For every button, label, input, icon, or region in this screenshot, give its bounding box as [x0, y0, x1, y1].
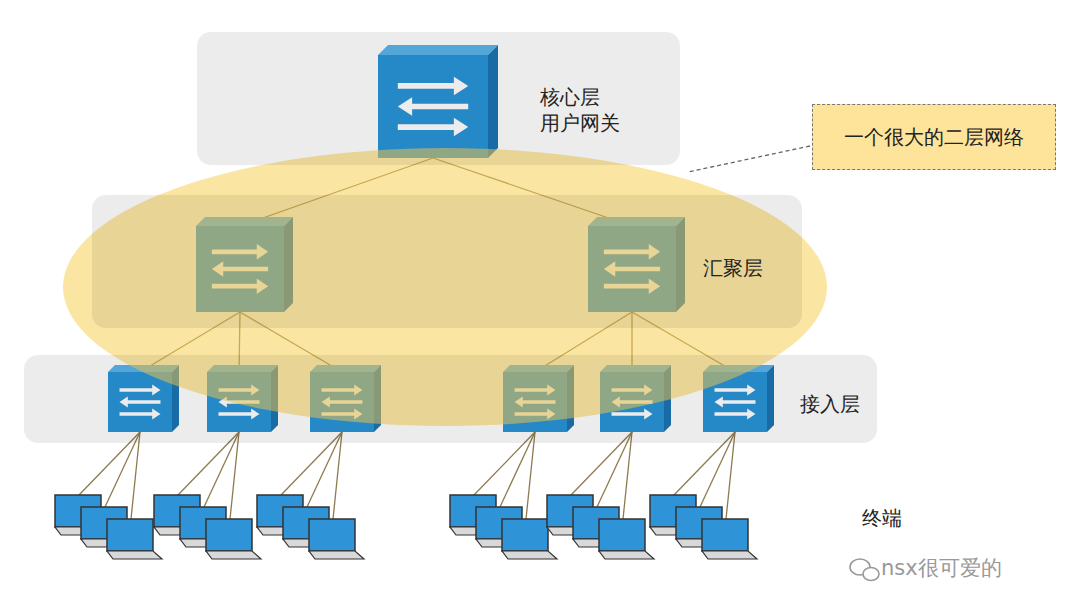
- layer-label: 核心层 用户网关: [540, 84, 632, 136]
- laptop-screen: [107, 519, 153, 551]
- terminal-line: [500, 432, 535, 507]
- terminal-line: [204, 432, 239, 507]
- laptop-icon: [599, 519, 654, 559]
- layer-label: 接入层: [800, 391, 860, 417]
- aggregation-layer-band: 汇聚层: [92, 195, 802, 328]
- laptop-base: [309, 551, 364, 559]
- terminal-line: [333, 432, 342, 519]
- laptop-base: [702, 551, 757, 559]
- access-layer-band: 接入层: [24, 355, 877, 443]
- terminal-line: [131, 432, 140, 519]
- terminal-label: 终端: [862, 505, 902, 531]
- core-layer-band: 核心层 用户网关: [197, 32, 680, 165]
- terminal-line: [597, 432, 632, 507]
- watermark-bubble: [863, 568, 879, 581]
- laptop-base: [206, 551, 261, 559]
- laptop-icon: [206, 519, 261, 559]
- laptop-screen: [206, 519, 252, 551]
- laptop-screen: [309, 519, 355, 551]
- laptop-icon: [702, 519, 757, 559]
- laptop-base: [599, 551, 654, 559]
- laptop-screen: [599, 519, 645, 551]
- callout-box: 一个很大的二层网络: [812, 104, 1056, 170]
- watermark: nsx很可爱的: [881, 555, 1002, 582]
- laptop-base: [502, 551, 557, 559]
- watermark-icon: [850, 559, 879, 581]
- layer-label: 汇聚层: [703, 255, 763, 281]
- laptop-screen: [702, 519, 748, 551]
- terminal-line: [230, 432, 239, 519]
- terminal-line: [307, 432, 342, 507]
- callout-leader: [688, 146, 810, 172]
- terminal-line: [105, 432, 140, 507]
- laptop-base: [107, 551, 162, 559]
- terminal-line: [526, 432, 535, 519]
- terminal-line: [623, 432, 632, 519]
- terminal-line: [700, 432, 735, 507]
- laptop-icon: [309, 519, 364, 559]
- layer-label: 一个很大的二层网络: [844, 124, 1024, 150]
- laptop-screen: [502, 519, 548, 551]
- terminal-line: [726, 432, 735, 519]
